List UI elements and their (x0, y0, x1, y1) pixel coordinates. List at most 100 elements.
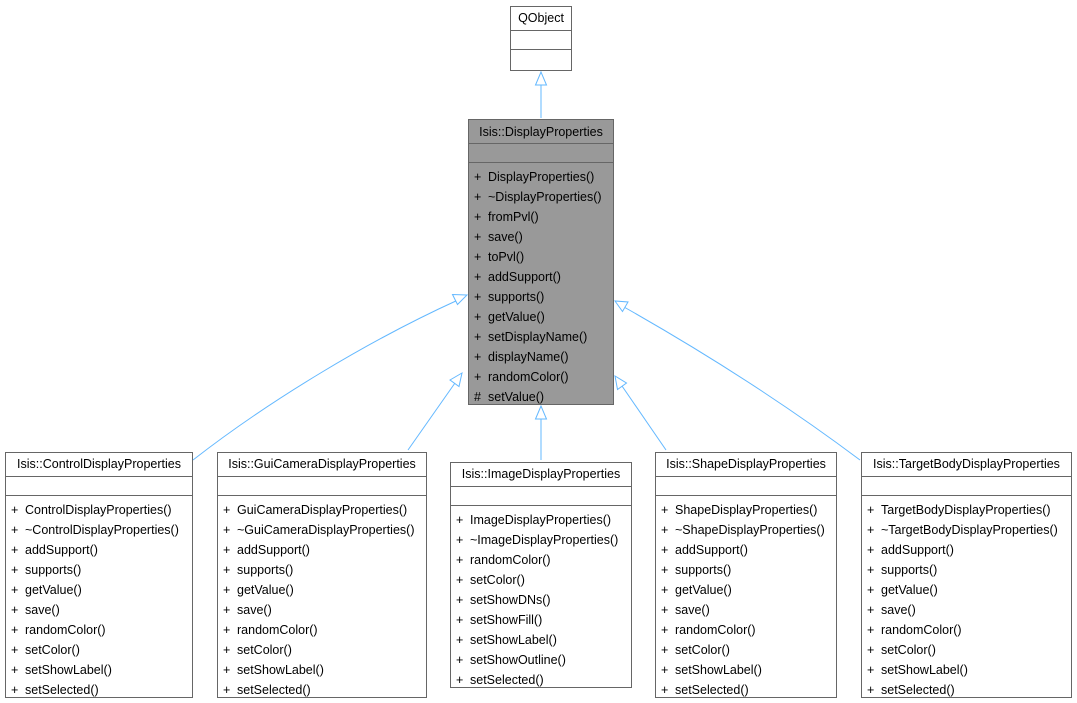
operation-row[interactable]: +~ShapeDisplayProperties() (656, 520, 836, 540)
class-control-display-properties[interactable]: Isis::ControlDisplayProperties +ControlD… (5, 452, 193, 698)
operation-row[interactable]: +setShowLabel() (656, 660, 836, 680)
class-separator (451, 505, 631, 506)
operation-row[interactable]: +TargetBodyDisplayProperties() (862, 500, 1071, 520)
operation-name: ~ImageDisplayProperties() (470, 533, 619, 547)
visibility-marker: + (11, 683, 19, 697)
operation-row[interactable]: +ImageDisplayProperties() (451, 510, 631, 530)
operation-row[interactable]: +supports() (6, 560, 192, 580)
operation-name: setShowOutline() (470, 653, 566, 667)
operation-row[interactable]: +supports() (218, 560, 426, 580)
operation-row[interactable]: +getValue() (218, 580, 426, 600)
operation-row[interactable]: +save() (656, 600, 836, 620)
operation-row[interactable]: + randomColor() (656, 620, 836, 640)
operation-name: setShowLabel() (470, 633, 557, 647)
operation-row[interactable]: +setSelected() (656, 680, 836, 700)
edge-arrowhead (451, 293, 469, 306)
class-qobject[interactable]: QObject (510, 6, 572, 71)
operation-row[interactable]: +randomColor() (6, 620, 192, 640)
visibility-marker: + (867, 563, 875, 577)
operation-row[interactable]: +DisplayProperties() (469, 167, 613, 187)
operation-row[interactable]: +supports() (656, 560, 836, 580)
visibility-marker: + (11, 583, 19, 597)
operation-row[interactable]: +addSupport() (6, 540, 192, 560)
operation-row[interactable]: +setShowOutline() (451, 650, 631, 670)
operation-row[interactable]: +save() (469, 227, 613, 247)
operation-row[interactable]: +save() (218, 600, 426, 620)
class-shape-display-properties[interactable]: Isis::ShapeDisplayProperties +ShapeDispl… (655, 452, 837, 698)
operation-row[interactable]: +randomColor() (469, 367, 613, 387)
class-gui-camera-display-properties[interactable]: Isis::GuiCameraDisplayProperties +GuiCam… (217, 452, 427, 698)
operation-name: fromPvl() (488, 210, 539, 224)
operation-row[interactable]: +setShowLabel() (451, 630, 631, 650)
operation-row[interactable]: +addSupport() (656, 540, 836, 560)
operation-row[interactable]: +fromPvl() (469, 207, 613, 227)
operation-name: supports() (488, 290, 545, 304)
operation-row[interactable]: +setSelected() (862, 680, 1071, 700)
operation-name: getValue() (25, 583, 82, 597)
operation-name: setColor() (237, 643, 292, 657)
operation-row[interactable]: +setShowFill() (451, 610, 631, 630)
operation-row[interactable]: +displayName() (469, 347, 613, 367)
operation-name: setSelected() (470, 673, 544, 687)
operation-row[interactable]: +randomColor() (218, 620, 426, 640)
operation-row[interactable]: +randomColor() (862, 620, 1071, 640)
operation-row[interactable]: +~ControlDisplayProperties() (6, 520, 192, 540)
operation-row[interactable]: +setColor() (6, 640, 192, 660)
operation-name: ~TargetBodyDisplayProperties() (881, 523, 1058, 537)
operation-row[interactable]: +~TargetBodyDisplayProperties() (862, 520, 1071, 540)
operation-row[interactable]: +setShowLabel() (218, 660, 426, 680)
visibility-marker: + (661, 643, 669, 657)
operation-name: randomColor() (675, 623, 756, 637)
visibility-marker: + (867, 643, 875, 657)
operation-row[interactable]: #setValue() (469, 387, 613, 407)
class-separator (511, 49, 571, 50)
visibility-marker: + (456, 593, 464, 607)
edge-arrowhead (614, 374, 628, 391)
operation-row[interactable]: +setColor() (451, 570, 631, 590)
operation-row[interactable]: +setSelected() (218, 680, 426, 700)
operation-name: setSelected() (675, 683, 749, 697)
operation-row[interactable]: +setShowDNs() (451, 590, 631, 610)
class-display-properties[interactable]: Isis::DisplayProperties +DisplayProperti… (468, 119, 614, 405)
class-image-display-properties[interactable]: Isis::ImageDisplayProperties +ImageDispl… (450, 462, 632, 688)
visibility-marker: + (867, 543, 875, 557)
operation-row[interactable]: +supports() (862, 560, 1071, 580)
operation-row[interactable]: +getValue() (656, 580, 836, 600)
operation-row[interactable]: +supports() (469, 287, 613, 307)
operation-row[interactable]: +getValue() (469, 307, 613, 327)
operation-row[interactable]: +randomColor() (451, 550, 631, 570)
operation-row[interactable]: +setColor() (862, 640, 1071, 660)
operation-row[interactable]: +setSelected() (451, 670, 631, 690)
operation-row[interactable]: +GuiCameraDisplayProperties() (218, 500, 426, 520)
operation-row[interactable]: +getValue() (862, 580, 1071, 600)
operation-row[interactable]: +ShapeDisplayProperties() (656, 500, 836, 520)
operation-row[interactable]: +setSelected() (6, 680, 192, 700)
operation-row[interactable]: +addSupport() (218, 540, 426, 560)
operation-name: setColor() (25, 643, 80, 657)
operation-row[interactable]: +~GuiCameraDisplayProperties() (218, 520, 426, 540)
visibility-marker: + (223, 623, 231, 637)
visibility-marker: + (661, 623, 669, 637)
operation-row[interactable]: + getValue() (6, 580, 192, 600)
visibility-marker: + (11, 523, 19, 537)
operation-row[interactable]: +toPvl() (469, 247, 613, 267)
operation-row[interactable]: +save() (6, 600, 192, 620)
operation-row[interactable]: +~DisplayProperties() (469, 187, 613, 207)
operation-row[interactable]: +setShowLabel() (862, 660, 1071, 680)
operation-row[interactable]: +setShowLabel() (6, 660, 192, 680)
operation-row[interactable]: +save() (862, 600, 1071, 620)
operation-name: displayName() (488, 350, 569, 364)
operation-row[interactable]: +setColor() (218, 640, 426, 660)
operation-row[interactable]: +ControlDisplayProperties() (6, 500, 192, 520)
class-separator (656, 476, 836, 477)
operation-row[interactable]: +setColor() (656, 640, 836, 660)
operation-row[interactable]: +setDisplayName() (469, 327, 613, 347)
class-name: Isis::DisplayProperties (479, 125, 603, 139)
class-separator (469, 143, 613, 144)
operation-row[interactable]: +addSupport() (469, 267, 613, 287)
operation-row[interactable]: +addSupport() (862, 540, 1071, 560)
visibility-marker: + (456, 513, 464, 527)
operation-name: supports() (237, 563, 294, 577)
class-target-body-display-properties[interactable]: Isis::TargetBodyDisplayProperties +Targe… (861, 452, 1072, 698)
operation-row[interactable]: +~ImageDisplayProperties() (451, 530, 631, 550)
